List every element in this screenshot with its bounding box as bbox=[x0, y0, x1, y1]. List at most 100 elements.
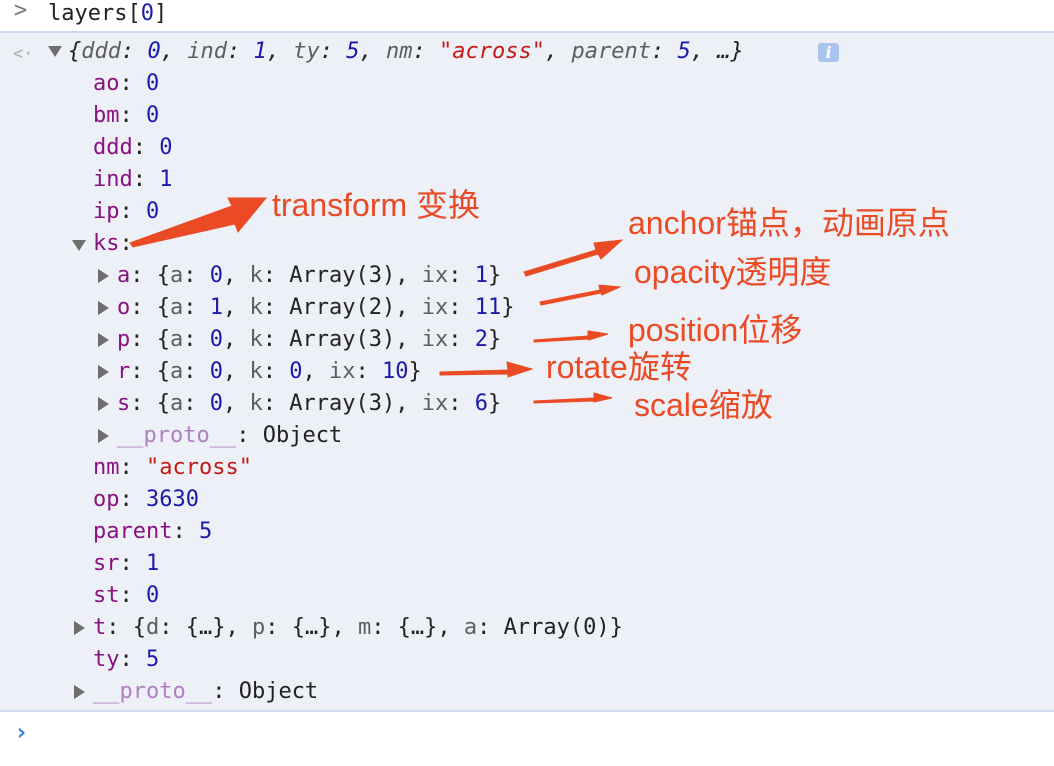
expand-triangle-icon[interactable] bbox=[98, 301, 109, 315]
property-key: st bbox=[93, 583, 120, 608]
number-value: 0 bbox=[289, 359, 303, 384]
punctuation: } bbox=[501, 295, 515, 320]
punctuation: , bbox=[223, 327, 250, 352]
number-value: 5 bbox=[346, 39, 360, 64]
string-value: "across" bbox=[146, 455, 252, 480]
punctuation: : { bbox=[130, 391, 170, 416]
expand-triangle-icon[interactable] bbox=[98, 365, 109, 379]
preview-key: a bbox=[170, 327, 184, 352]
preview-key: d bbox=[146, 615, 160, 640]
property-row[interactable]: a: {a: 0, k: Array(3), ix: 1} bbox=[117, 260, 501, 292]
property-row[interactable]: t: {d: {…}, p: {…}, m: {…}, a: Array(0)} bbox=[93, 612, 623, 644]
number-value: 0 bbox=[209, 327, 223, 352]
preview-key: ix bbox=[421, 295, 449, 320]
punctuation: : bbox=[119, 551, 146, 576]
number-value: 2 bbox=[474, 327, 488, 352]
property-key: s bbox=[117, 391, 131, 416]
expand-triangle-icon[interactable] bbox=[74, 621, 85, 635]
property-key: p bbox=[117, 327, 131, 352]
expand-triangle-icon[interactable] bbox=[98, 429, 109, 443]
punctuation: : bbox=[448, 295, 475, 320]
preview-key: m bbox=[357, 615, 372, 640]
expand-triangle-icon[interactable] bbox=[74, 685, 85, 699]
collapse-triangle-icon[interactable] bbox=[72, 240, 86, 251]
number-value: 1 bbox=[159, 167, 173, 192]
arrow-scale bbox=[533, 392, 613, 404]
property-row[interactable]: o: {a: 1, k: Array(2), ix: 11} bbox=[117, 292, 514, 324]
punctuation: : bbox=[650, 39, 678, 64]
property-row: st: 0 bbox=[93, 580, 159, 612]
punctuation: : Array(3), bbox=[262, 327, 422, 352]
arrow-anchor bbox=[523, 239, 624, 277]
annotation-position: position位移 bbox=[628, 312, 803, 348]
collapse-triangle-icon[interactable] bbox=[48, 46, 62, 57]
expand-triangle-icon[interactable] bbox=[98, 397, 109, 411]
property-row: op: 3630 bbox=[93, 484, 199, 516]
property-row[interactable]: s: {a: 0, k: Array(3), ix: 6} bbox=[117, 388, 501, 420]
expand-triangle-icon[interactable] bbox=[98, 333, 109, 347]
property-row: ip: 0 bbox=[93, 196, 159, 228]
annotation-transform: transform 变换 bbox=[272, 187, 481, 223]
punctuation: : bbox=[183, 263, 210, 288]
object-summary[interactable]: {ddd: 0, ind: 1, ty: 5, nm: "across", pa… bbox=[68, 36, 744, 68]
punctuation: : Array(2), bbox=[262, 295, 422, 320]
number-value: 0 bbox=[146, 583, 160, 608]
info-icon[interactable]: i bbox=[818, 43, 839, 62]
number-value: 1 bbox=[146, 551, 160, 576]
property-key: parent bbox=[93, 519, 173, 544]
preview-key: ix bbox=[421, 263, 449, 288]
number-value: 1 bbox=[209, 295, 223, 320]
punctuation: } bbox=[487, 327, 502, 352]
expand-triangle-icon[interactable] bbox=[98, 269, 109, 283]
punctuation: : Array(3), bbox=[262, 391, 422, 416]
punctuation: : bbox=[319, 39, 347, 64]
property-row: sr: 1 bbox=[93, 548, 159, 580]
property-row[interactable]: r: {a: 0, k: 0, ix: 10} bbox=[117, 356, 422, 388]
punctuation: , bbox=[223, 359, 250, 384]
arrow-rotate bbox=[439, 361, 534, 378]
punctuation: : Array(0)} bbox=[477, 615, 623, 640]
property-row[interactable]: p: {a: 0, k: Array(3), ix: 2} bbox=[117, 324, 501, 356]
console-prompt-icon[interactable]: › bbox=[14, 718, 29, 746]
punctuation: : bbox=[183, 327, 210, 352]
property-row[interactable]: ks: bbox=[93, 228, 133, 260]
punctuation: : Object bbox=[212, 679, 319, 704]
annotation-scale: scale缩放 bbox=[634, 387, 773, 423]
property-row: parent: 5 bbox=[93, 516, 212, 548]
preview-key: parent bbox=[571, 39, 651, 64]
property-key: ao bbox=[93, 71, 120, 96]
punctuation: : bbox=[183, 391, 210, 416]
preview-key: ind bbox=[187, 39, 227, 64]
punctuation: : bbox=[227, 39, 254, 64]
proto-key: __proto__ bbox=[93, 679, 213, 704]
property-key: ip bbox=[93, 199, 120, 224]
preview-key: k bbox=[249, 359, 263, 384]
punctuation: , bbox=[223, 391, 250, 416]
result-arrow-icon: <· bbox=[13, 44, 34, 64]
punctuation: , bbox=[302, 359, 329, 384]
punctuation: : bbox=[119, 647, 146, 672]
punctuation: : { bbox=[130, 327, 170, 352]
arrow-transform bbox=[129, 197, 268, 248]
punctuation: , …} bbox=[690, 39, 744, 64]
property-row[interactable]: __proto__: Object bbox=[93, 676, 318, 708]
property-key: nm bbox=[93, 455, 120, 480]
punctuation: : bbox=[119, 583, 146, 608]
preview-key: a bbox=[170, 359, 184, 384]
property-row[interactable]: __proto__: Object bbox=[117, 420, 342, 452]
punctuation: : {…}, bbox=[371, 615, 464, 640]
arrow-opacity bbox=[539, 284, 622, 306]
proto-key: __proto__ bbox=[117, 423, 237, 448]
property-key: ind bbox=[93, 167, 133, 192]
punctuation: : bbox=[132, 167, 160, 192]
preview-key: ix bbox=[329, 359, 356, 384]
property-row: ty: 5 bbox=[93, 644, 159, 676]
annotation-anchor: anchor锚点，动画原点 bbox=[628, 205, 950, 241]
number-value: 10 bbox=[382, 359, 409, 384]
punctuation: { bbox=[68, 39, 82, 64]
preview-key: a bbox=[170, 263, 184, 288]
preview-key: ix bbox=[421, 391, 449, 416]
property-row: ddd: 0 bbox=[93, 132, 173, 164]
number-value: 0 bbox=[209, 391, 223, 416]
